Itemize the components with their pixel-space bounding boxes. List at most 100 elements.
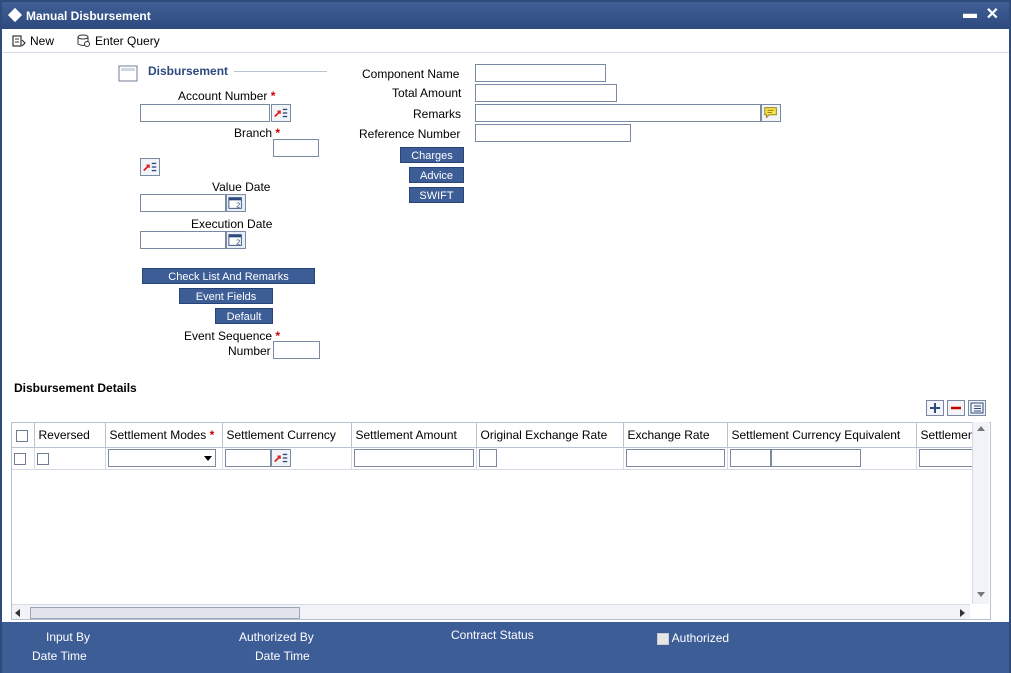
swift-button[interactable]: SWIFT — [409, 187, 464, 203]
settlement-currency-group — [224, 449, 349, 467]
column-header: Settlement Amount — [351, 423, 477, 448]
branch-lov-button[interactable] — [140, 158, 160, 176]
settlement-currency-lov-button[interactable] — [270, 449, 291, 467]
event-sequence-label: Event Sequence * — [184, 329, 280, 343]
select-all-checkbox[interactable] — [16, 429, 28, 442]
list-of-values-icon — [143, 162, 157, 172]
event-sequence-label-text: Event Sequence — [184, 329, 273, 343]
list-of-values-icon — [274, 108, 288, 118]
settlement-currency-cell — [222, 447, 352, 470]
event-fields-button[interactable]: Event Fields — [179, 288, 273, 304]
toolbar: New Enter Query — [2, 29, 1009, 53]
row-select-cell — [12, 447, 35, 470]
minus-icon — [951, 406, 961, 410]
new-document-icon — [12, 35, 26, 47]
authorized-label: Authorized — [671, 631, 730, 645]
scroll-left-icon[interactable] — [15, 609, 21, 617]
new-label: New — [30, 34, 55, 48]
title-bar: Manual Disbursement ▬ ✕ — [2, 2, 1009, 29]
account-number-label-text: Account Number — [178, 89, 268, 103]
reference-number-label: Reference Number — [359, 127, 461, 141]
account-number-field[interactable] — [140, 104, 270, 122]
list-view-icon — [970, 402, 984, 414]
svg-text:2: 2 — [236, 200, 241, 209]
remarks-popup-button[interactable] — [761, 104, 781, 122]
exchange-rate-field[interactable] — [625, 449, 725, 467]
check-list-remarks-button[interactable]: Check List And Remarks — [142, 268, 315, 284]
account-number-lov-button[interactable] — [271, 104, 291, 122]
minimize-button[interactable]: ▬ — [963, 5, 977, 21]
add-row-button[interactable] — [926, 400, 944, 416]
disbursement-section-title: Disbursement — [148, 64, 229, 78]
account-number-label: Account Number * — [178, 89, 275, 103]
branch-field[interactable] — [273, 139, 319, 157]
column-header: Exchange Rate — [623, 423, 728, 448]
component-name-field[interactable] — [475, 64, 606, 82]
table-header-row: Reversed Settlement Modes * Settlement C… — [12, 423, 983, 448]
settlement-amount-cell — [351, 447, 477, 470]
reversed-checkbox[interactable] — [36, 452, 49, 465]
authorized-checkbox[interactable] — [657, 632, 669, 645]
charges-button[interactable]: Charges — [400, 147, 464, 163]
event-sequence-number-field[interactable] — [273, 341, 320, 359]
settlement-amount-field[interactable] — [353, 449, 474, 467]
section-divider — [234, 71, 327, 72]
column-header: Settlement Modes * — [105, 423, 223, 448]
authorized-date-time-label: Date Time — [255, 649, 310, 663]
plus-icon — [930, 403, 940, 413]
scroll-right-icon[interactable] — [960, 609, 966, 617]
speech-bubble-icon — [764, 107, 777, 119]
horizontal-scroll-thumb[interactable] — [30, 607, 300, 619]
input-date-time-label: Date Time — [32, 649, 87, 663]
horizontal-scrollbar[interactable] — [12, 604, 970, 619]
vertical-scrollbar[interactable] — [972, 422, 989, 604]
value-date-calendar-button[interactable]: 2 — [226, 194, 246, 212]
total-amount-label: Total Amount — [392, 86, 462, 100]
reference-number-field[interactable] — [475, 124, 631, 142]
svg-text:2: 2 — [236, 237, 241, 246]
original-exchange-rate-field[interactable] — [478, 449, 497, 467]
column-header-text: Settlement Modes — [109, 427, 207, 442]
dropdown-arrow-icon — [203, 456, 212, 461]
details-table: Reversed Settlement Modes * Settlement C… — [12, 423, 983, 470]
delete-row-button[interactable] — [947, 400, 965, 416]
new-button[interactable]: New — [12, 31, 54, 51]
input-by-label: Input By — [46, 630, 91, 644]
column-header: Settlement Currency — [222, 423, 352, 448]
execution-date-field[interactable] — [140, 231, 226, 249]
required-marker: * — [209, 427, 215, 442]
contract-status-label: Contract Status — [451, 628, 534, 642]
enter-query-button[interactable]: Enter Query — [77, 31, 160, 51]
single-view-button[interactable] — [968, 400, 986, 416]
enter-query-label: Enter Query — [95, 34, 160, 48]
execution-date-calendar-button[interactable]: 2 — [226, 231, 246, 249]
scroll-down-icon[interactable] — [977, 592, 985, 598]
settlement-extra-field[interactable] — [918, 449, 977, 467]
settlement-currency-equivalent-cell — [727, 447, 917, 470]
settlement-currency-field[interactable] — [224, 449, 271, 467]
disbursement-details-grid: Reversed Settlement Modes * Settlement C… — [11, 422, 991, 620]
exchange-rate-cell — [623, 447, 728, 470]
row-select-checkbox[interactable] — [14, 452, 26, 465]
remarks-field[interactable] — [475, 104, 761, 122]
column-header: Settlement — [916, 423, 983, 448]
value-date-field[interactable] — [140, 194, 226, 212]
number-label: Number — [228, 344, 271, 358]
total-amount-field[interactable] — [475, 84, 617, 102]
settlement-currency-equivalent-field[interactable] — [770, 449, 861, 467]
calendar-icon: 2 — [228, 197, 242, 209]
query-icon — [77, 34, 90, 47]
equivalent-currency-field[interactable] — [729, 449, 771, 467]
original-exchange-rate-cell — [476, 447, 624, 470]
section-collapse-icon[interactable] — [118, 65, 140, 83]
app-diamond-icon — [7, 7, 23, 23]
default-button[interactable]: Default — [215, 308, 273, 324]
branch-label-text: Branch — [234, 126, 273, 140]
scroll-up-icon[interactable] — [977, 426, 985, 432]
required-marker: * — [275, 126, 281, 140]
settlement-modes-select[interactable] — [107, 449, 216, 467]
close-button[interactable]: ✕ — [985, 6, 999, 23]
advice-button[interactable]: Advice — [409, 167, 464, 183]
window-title: Manual Disbursement — [26, 9, 151, 23]
audit-footer: Input By Date Time Authorized By Date Ti… — [2, 622, 1009, 673]
